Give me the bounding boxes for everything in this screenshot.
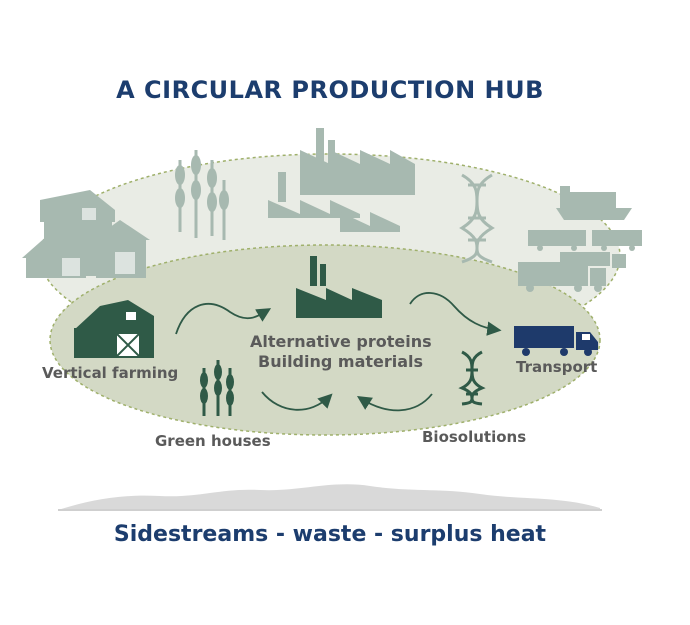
factory-icon xyxy=(296,256,382,318)
green-house-wheat-icon xyxy=(200,360,234,416)
ground-hills xyxy=(58,484,600,510)
biosolutions-dna-icon xyxy=(458,350,486,406)
factory-cluster-icon xyxy=(268,128,415,232)
dna-helix-icon xyxy=(459,173,495,264)
truck-icon xyxy=(514,326,598,356)
label-transport: Transport xyxy=(516,358,598,376)
arrow-farming-to-factory xyxy=(175,303,272,335)
arrow-biosolutions-to-center xyxy=(356,393,433,412)
arrow-greenhouses-to-center xyxy=(261,391,333,411)
farmhouse-icon xyxy=(22,190,150,278)
ship-icon xyxy=(556,186,632,220)
label-green-houses: Green houses xyxy=(155,432,271,450)
barn-icon xyxy=(74,300,154,358)
footer-label: Sidestreams - waste - surplus heat xyxy=(113,522,547,547)
trucks-icon xyxy=(518,252,626,292)
center-label-line1: Alternative proteins xyxy=(250,332,432,351)
train-icon xyxy=(528,230,642,251)
wheat-icon xyxy=(175,150,229,240)
label-biosolutions: Biosolutions xyxy=(422,428,527,446)
center-label-line2: Building materials xyxy=(258,352,424,371)
diagram-title: A CIRCULAR PRODUCTION HUB xyxy=(116,76,544,104)
arrow-factory-to-transport xyxy=(409,292,502,336)
label-vertical-farming: Vertical farming xyxy=(42,364,179,382)
